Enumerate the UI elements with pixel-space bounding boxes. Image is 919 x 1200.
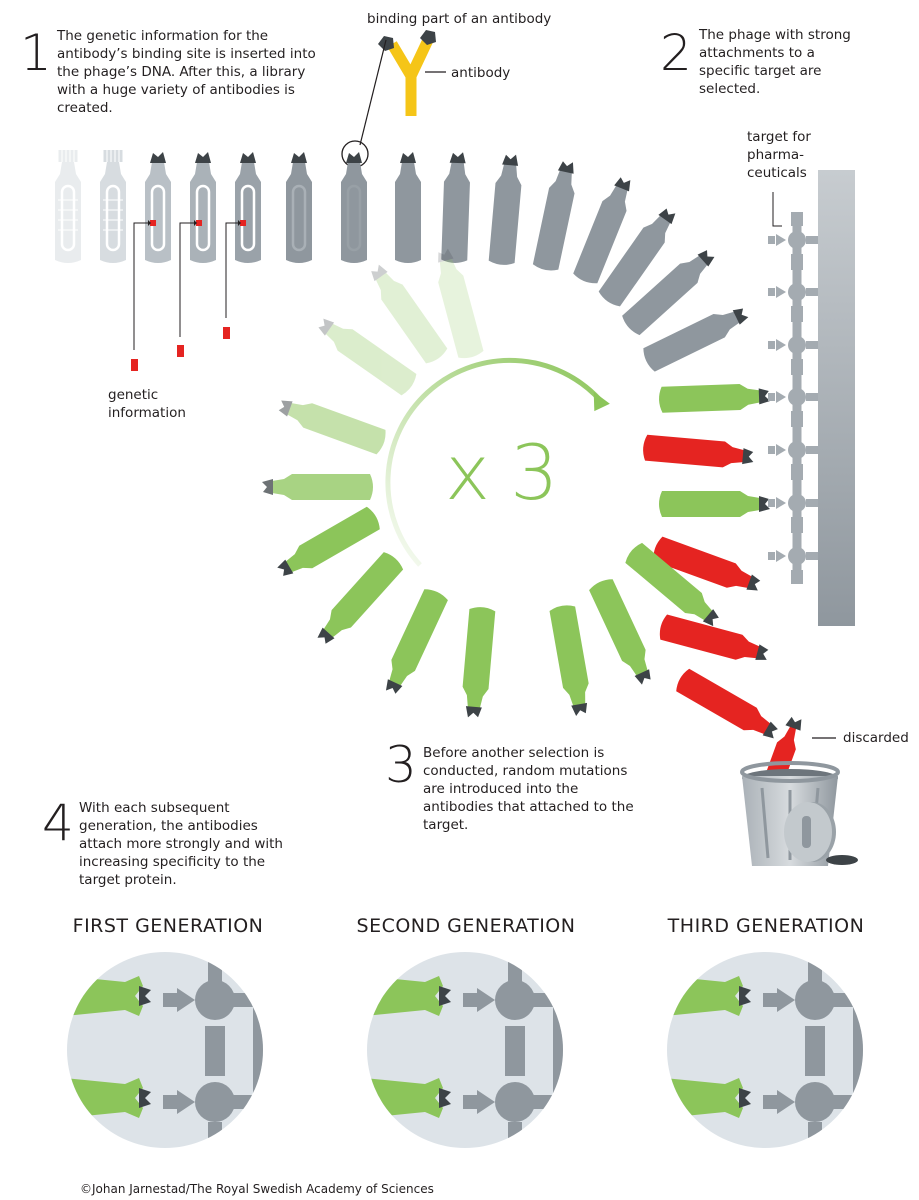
phage-icon (488, 154, 522, 265)
phage-icon (438, 248, 484, 359)
second-generation-title: SECOND GENERATION (356, 915, 576, 937)
third-generation-title: THIRD GENERATION (667, 915, 865, 937)
phage-library-row (55, 150, 749, 372)
phage-icon (262, 474, 373, 500)
target-pharmaceuticals (768, 170, 855, 739)
generation-2-circle (367, 952, 563, 1148)
phage-icon (145, 152, 171, 263)
phage-icon (341, 152, 367, 263)
phage-icon (278, 400, 386, 455)
phage-icon (277, 506, 380, 576)
first-generation-title: FIRST GENERATION (72, 915, 264, 937)
genetic-information-markers (131, 220, 246, 371)
phage-icon (462, 607, 496, 718)
phage-icon (441, 152, 470, 263)
phage-icon (573, 177, 631, 284)
step-2-text: The phage with strong attachments to a s… (699, 27, 851, 97)
binding-part-label: binding part of an antibody (367, 11, 552, 27)
phage-icon (318, 318, 417, 396)
antibody-icon (378, 30, 446, 116)
step-3-text: Before another selection is conducted, r… (423, 745, 634, 833)
multiplier-text: x 3 (445, 428, 558, 517)
phage-icon (190, 152, 216, 263)
multiplier-label: x 3 (445, 435, 558, 511)
discarded-label: discarded (843, 730, 909, 746)
generation-3-circle (667, 952, 863, 1148)
phage-icon (643, 434, 754, 468)
phage-icon (395, 152, 421, 263)
phage-icon (235, 152, 261, 263)
antibody-label: antibody (451, 65, 511, 81)
phage-selection-circle (262, 248, 802, 795)
step-1-number: 1 (20, 24, 52, 82)
binding-part-pointer (341, 39, 387, 168)
step-4-number: 4 (42, 794, 74, 852)
phage-icon (100, 150, 126, 263)
phage-icon (532, 161, 575, 271)
phage-icon (676, 668, 778, 739)
phage-icon (653, 536, 761, 591)
target-label: target for pharma- ceuticals (747, 129, 811, 181)
phage-icon (286, 152, 312, 263)
phage-icon (549, 605, 589, 716)
trash-bin-icon (740, 761, 858, 866)
phage-icon (625, 542, 719, 627)
phage-icon (598, 208, 676, 307)
phage-icon (622, 250, 715, 336)
credit-text: ©Johan Jarnestad/The Royal Swedish Acade… (80, 1182, 434, 1196)
step-4-text: With each subsequent generation, the ant… (79, 800, 283, 888)
phage-icon (317, 552, 404, 644)
phage-icon (659, 614, 769, 660)
phage-icon (371, 264, 448, 364)
generation-1-circle (67, 952, 263, 1148)
phage-icon (55, 150, 81, 263)
phage-icon (589, 579, 651, 685)
phage-icon (643, 308, 749, 372)
step-1-text: The genetic information for the antibody… (57, 28, 316, 116)
generation-circles (67, 952, 863, 1148)
cycle-arrow (385, 357, 610, 567)
step-2-number: 2 (660, 24, 692, 82)
phage-icon (659, 491, 770, 517)
phage-icon (659, 384, 771, 413)
step-3-number: 3 (385, 736, 417, 794)
genetic-information-label: genetic information (108, 387, 186, 421)
phage-icon (385, 589, 448, 694)
